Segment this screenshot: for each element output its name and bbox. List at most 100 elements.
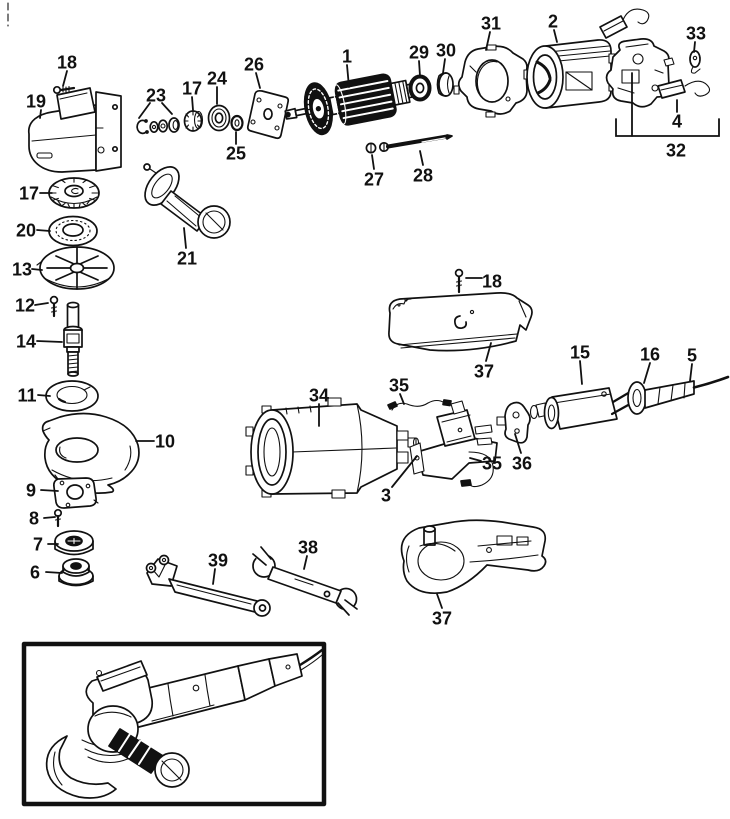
part-gasket-plate-26 [246,89,290,140]
part-number-label: 13 [12,260,32,280]
part-number-label: 6 [30,563,40,583]
part-number-label: 18 [57,53,77,73]
part-bracket-36 [496,401,531,444]
part-callout-21: 21 [177,227,197,269]
part-number-label: 11 [17,386,36,406]
part-washer-11 [45,380,99,412]
part-callout-18: 18 [57,53,77,87]
part-number-label: 19 [26,92,46,112]
part-number-label: 33 [686,24,706,44]
part-number-label: 7 [33,535,43,555]
part-cover-top-37 [388,292,533,352]
part-number-label: 17 [19,184,39,204]
part-fan-baffle-13 [36,246,115,290]
part-callout-10: 10 [135,432,175,452]
part-callout-35: 35 [469,454,502,474]
part-number-label: 26 [244,55,264,75]
part-callout-32: 32 [615,72,720,161]
part-flange-9 [52,474,99,509]
part-callout-23: 23 [138,86,173,119]
part-number-label: 16 [640,345,660,365]
part-number-label: 10 [155,432,175,452]
part-number-label: 27 [364,170,384,190]
part-bolt-28 [378,134,453,153]
part-number-label: 8 [29,509,39,529]
part-sleeve-30 [436,72,454,97]
part-callout-26: 26 [244,55,264,89]
part-screw-8 [53,508,63,528]
part-callout-15: 15 [570,343,590,385]
part-number-label: 28 [413,166,433,186]
part-number-label: 12 [15,296,35,316]
part-side-handle-21 [143,163,231,239]
part-washer-set-23 [136,117,180,135]
part-number-label: 31 [481,14,501,34]
part-clip-33 [689,50,701,74]
part-callout-1: 1 [342,47,352,88]
part-clamp-nut-6 [58,558,94,587]
part-field-2 [526,39,619,109]
part-callout-38: 38 [298,538,318,570]
part-callout-25: 25 [226,131,246,164]
part-callout-31: 31 [481,14,501,51]
part-callout-37: 37 [432,593,452,629]
part-callout-36: 36 [512,433,532,474]
part-number-label: 24 [207,69,227,89]
part-callout-37: 37 [474,342,494,382]
part-callout-8: 8 [29,509,56,529]
part-callout-29: 29 [409,43,429,77]
part-cord-protector-16 [610,380,695,416]
part-callout-33: 33 [686,24,706,53]
part-fan-baffle-31 [453,44,531,118]
part-callout-39: 39 [208,551,228,585]
part-callout-28: 28 [413,150,433,186]
part-switch-15 [529,387,618,430]
part-number-label: 30 [436,41,456,61]
part-lead-wire-35a [387,399,452,411]
part-number-label: 17 [182,79,202,99]
part-callout-17: 17 [19,184,53,204]
part-flange-7 [54,530,94,556]
part-callout-35: 35 [389,376,409,405]
part-nut-27 [365,142,377,154]
part-screw-12 [49,295,59,318]
part-number-label: 35 [482,454,502,474]
part-pin-spanner-39 [145,554,271,617]
part-number-label: 21 [177,249,197,269]
part-callout-16: 16 [640,345,660,384]
part-callout-18: 18 [465,272,502,292]
part-number-label: 20 [16,221,36,241]
part-number-label: 25 [226,144,246,164]
part-callout-20: 20 [16,221,51,241]
part-brush-4 [657,79,711,99]
part-pinion-gear-17 [183,110,204,132]
part-callout-14: 14 [16,332,63,352]
part-number-label: 18 [482,272,502,292]
part-callout-12: 12 [15,296,49,316]
part-callout-5: 5 [687,346,697,382]
assembled-view [21,641,327,807]
part-callout-9: 9 [26,481,59,501]
part-number-label: 34 [309,386,329,406]
part-callout-3: 3 [381,455,418,506]
part-washer-20 [48,215,98,247]
part-callout-7: 7 [33,535,59,555]
part-spindle-14 [63,301,83,377]
part-callout-27: 27 [364,154,384,190]
part-number-label: 14 [16,332,36,352]
part-callout-30: 30 [436,41,456,74]
part-number-label: 3 [381,486,391,506]
part-guard-10 [41,412,140,494]
part-motor-housing-34 [245,397,420,499]
part-number-label: 1 [342,47,352,67]
part-callout-11: 11 [17,386,51,406]
part-number-label: 37 [474,362,494,382]
part-callout-4: 4 [672,99,682,132]
part-cord-5 [692,375,730,389]
part-gear-case-19 [28,87,122,173]
part-bearing-24 [207,104,231,132]
part-open-wrench-38 [250,545,358,617]
